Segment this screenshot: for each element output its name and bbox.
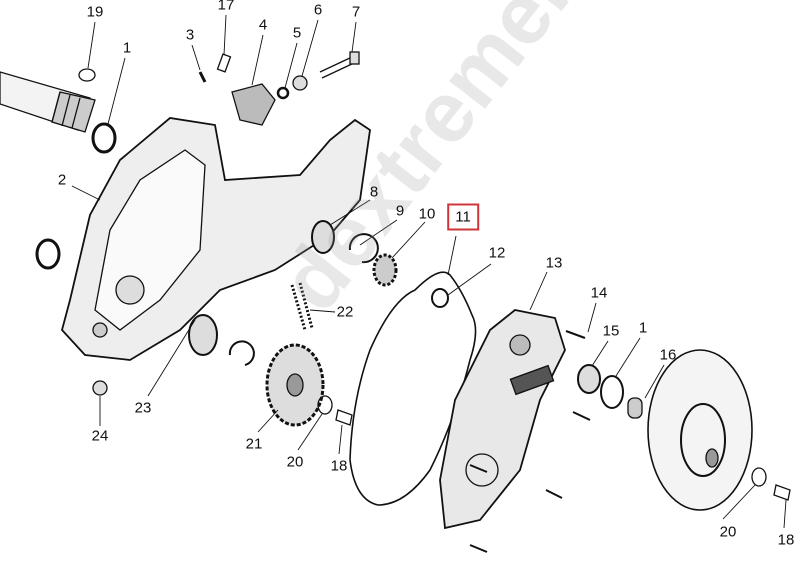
callout-1: 1 — [122, 39, 132, 57]
bolt-7 — [319, 56, 355, 79]
callout-15: 15 — [602, 322, 620, 340]
callout-3: 3 — [185, 26, 195, 44]
snap-ring-19 — [78, 68, 96, 82]
pin-3 — [198, 71, 207, 83]
callout-5: 5 — [292, 24, 302, 42]
bearing-23 — [188, 314, 218, 356]
brake-disc — [647, 349, 753, 511]
callout-16: 16 — [659, 346, 677, 364]
callout-17: 17 — [217, 0, 235, 14]
callout-13: 13 — [545, 254, 563, 272]
callout-12: 12 — [488, 244, 506, 262]
callout-23: 23 — [134, 399, 152, 417]
callout-18-right: 18 — [777, 531, 795, 549]
bearing-8 — [311, 220, 335, 254]
bushing-6 — [292, 75, 308, 91]
callout-6: 6 — [313, 1, 323, 19]
sprocket-10 — [372, 253, 398, 287]
callout-2: 2 — [57, 171, 67, 189]
gearcase-cover-13 — [439, 309, 566, 530]
callout-10: 10 — [418, 205, 436, 223]
callout-8: 8 — [369, 183, 379, 201]
callout-22: 22 — [336, 303, 354, 321]
seal-1 — [91, 122, 117, 154]
spacer-16 — [627, 397, 643, 419]
gasket-11 — [349, 271, 477, 506]
callout-20-right: 20 — [719, 523, 737, 541]
callout-14: 14 — [590, 284, 608, 302]
callout-1-right: 1 — [638, 319, 648, 337]
callout-21: 21 — [245, 435, 263, 453]
circlip — [228, 340, 255, 366]
seal-12 — [431, 288, 449, 308]
callout-20: 20 — [286, 453, 304, 471]
dowel-17 — [216, 53, 232, 73]
callout-18: 18 — [330, 457, 348, 475]
tensioner-4 — [231, 83, 276, 126]
circlip-9 — [348, 233, 379, 264]
output-shaft — [0, 71, 96, 133]
washer-20 — [317, 395, 333, 415]
seal-left — [35, 238, 61, 270]
callout-19: 19 — [86, 3, 104, 21]
callout-24: 24 — [91, 427, 109, 445]
cover-bolts — [469, 330, 591, 553]
callout-4: 4 — [258, 16, 268, 34]
callout-7: 7 — [351, 3, 361, 21]
callout-11-highlighted[interactable]: 11 — [447, 203, 479, 231]
washer-5 — [276, 86, 290, 100]
bolt-18-right — [773, 484, 791, 501]
nut-24 — [92, 380, 108, 396]
leader-lines — [71, 14, 787, 529]
callout-9: 9 — [395, 202, 405, 220]
bearing-15 — [577, 364, 601, 394]
seal-1-right — [600, 375, 624, 409]
bolt-18 — [335, 409, 353, 426]
washer-20-right — [751, 467, 767, 487]
